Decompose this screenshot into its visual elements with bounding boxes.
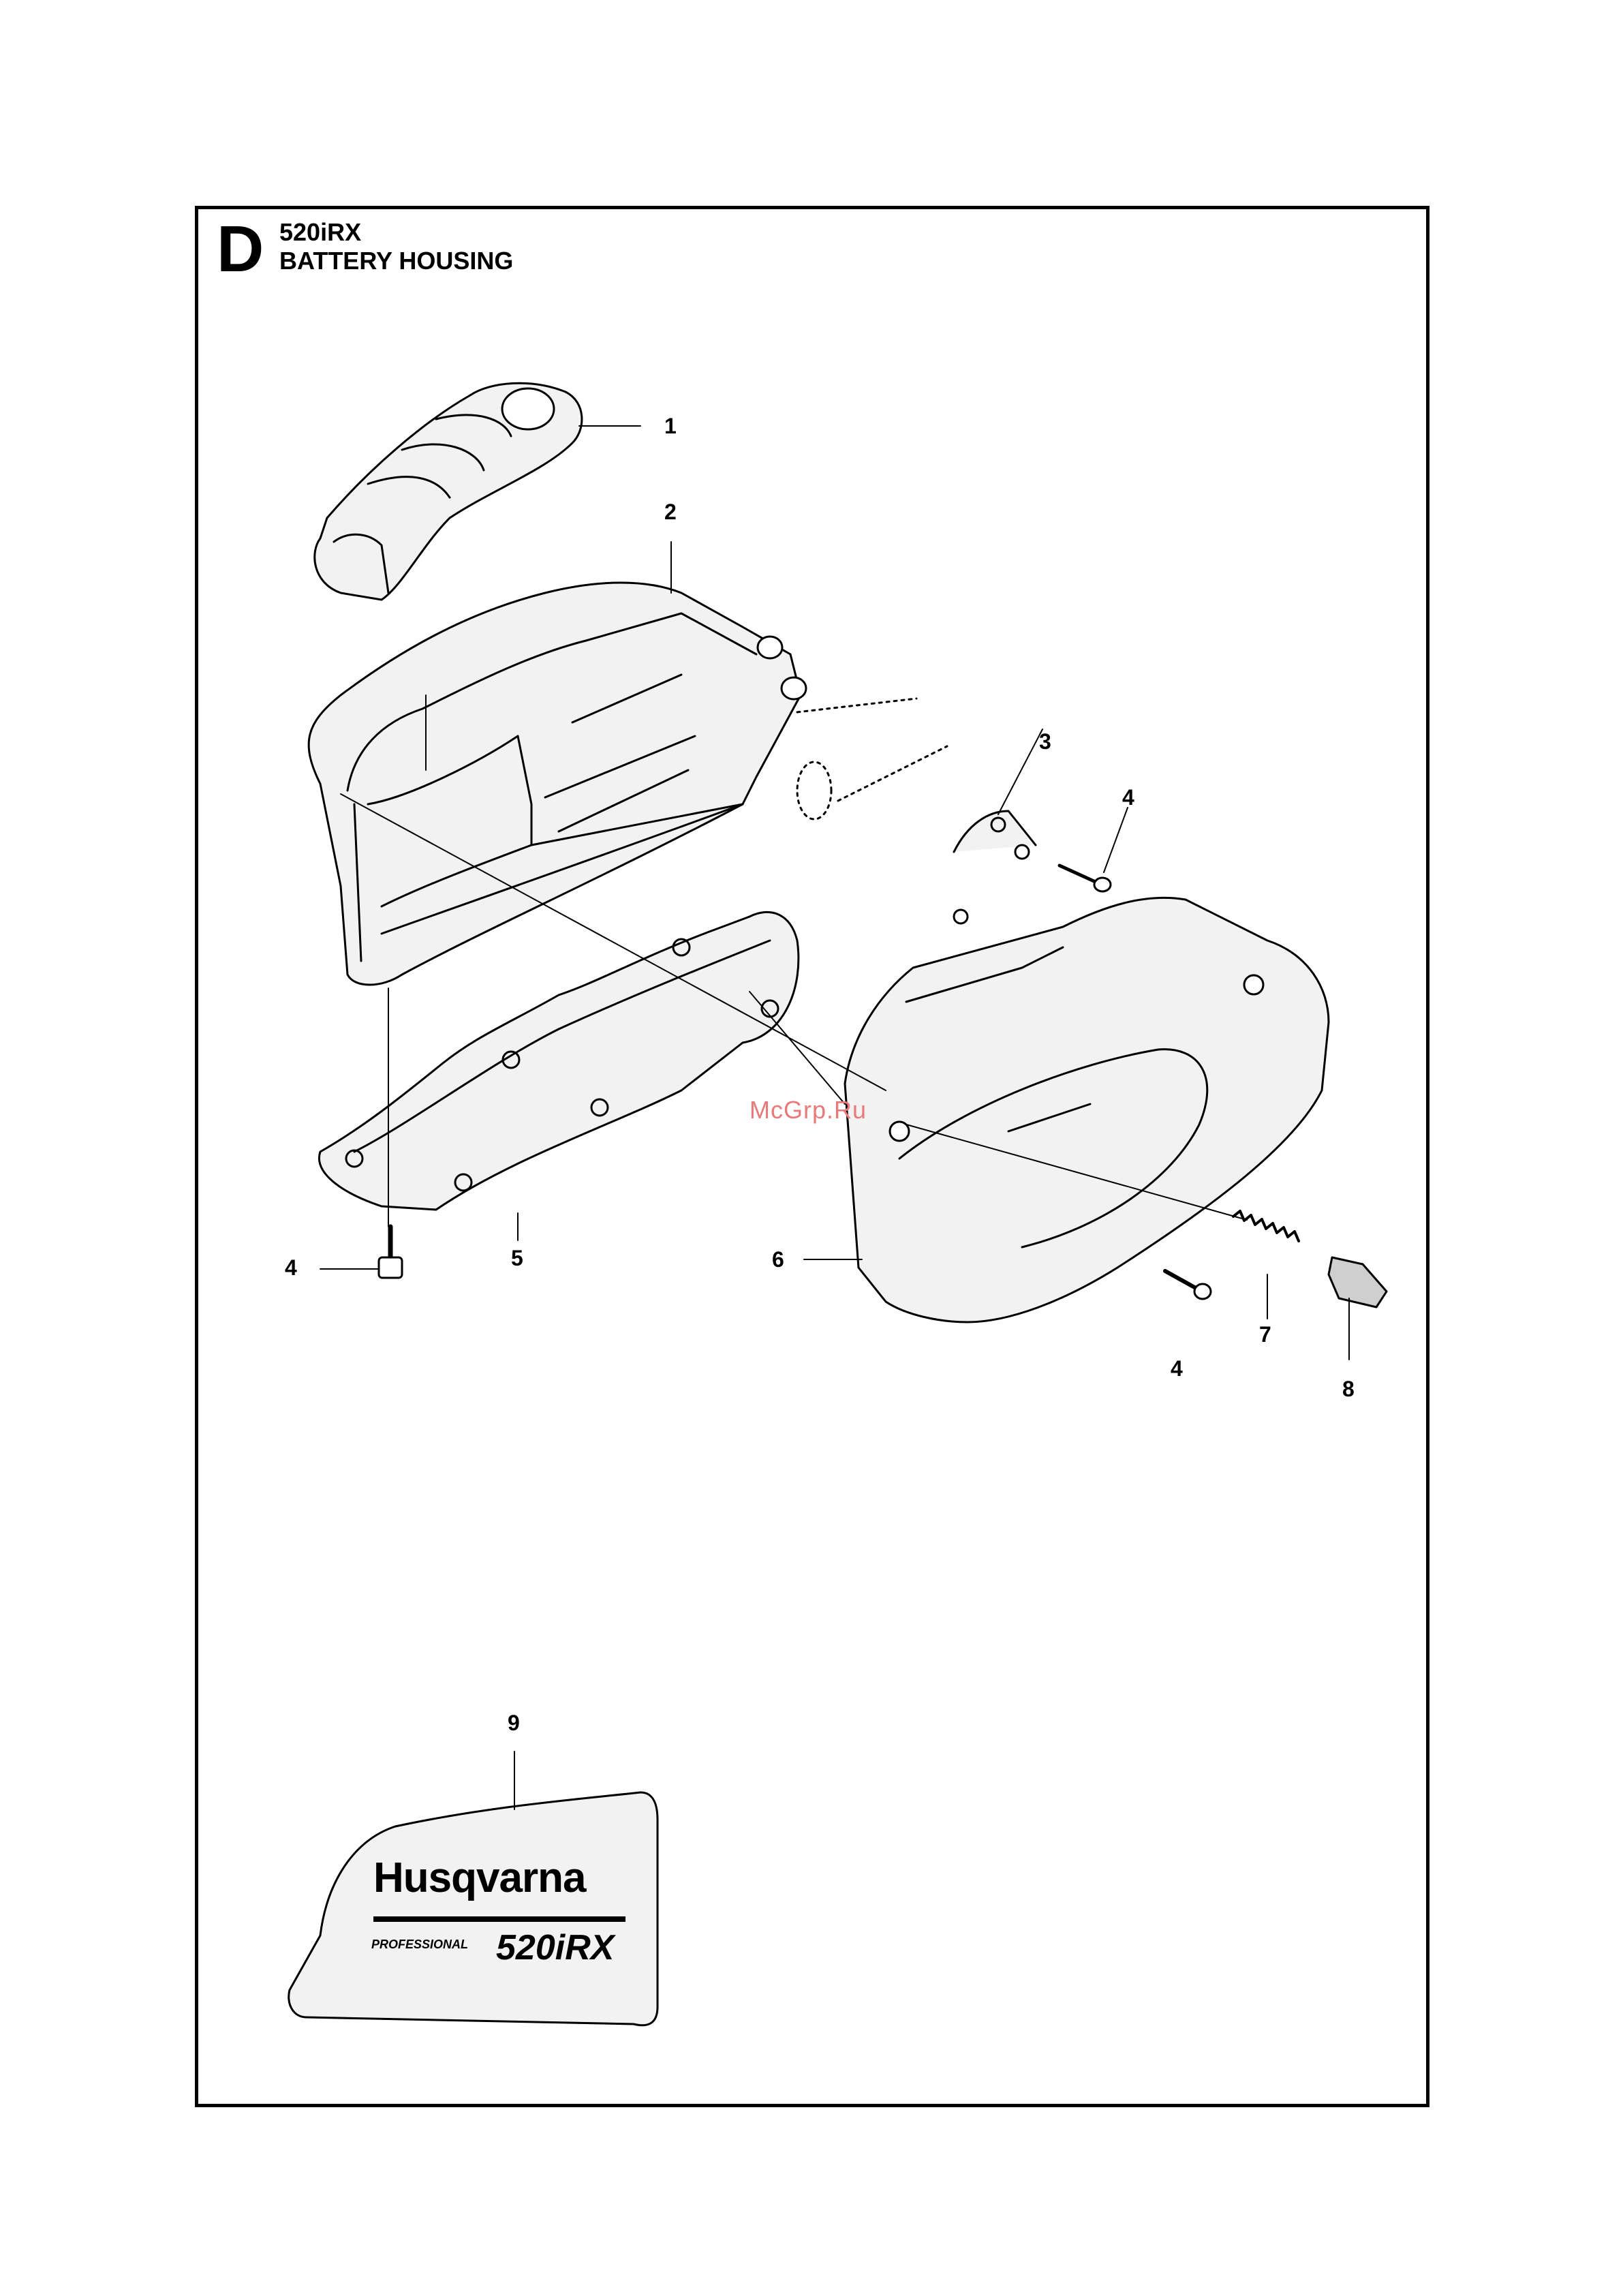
decal-line-text: PROFESSIONAL [371,1938,468,1952]
callout-7: 7 [1259,1322,1271,1347]
callout-5: 5 [511,1246,523,1271]
part-7-spring [1233,1211,1299,1241]
callout-9: 9 [508,1711,520,1736]
callout-3: 3 [1039,729,1051,754]
decal-brand-text: Husqvarna [373,1854,585,1902]
part-4-screw-lower-right [1165,1271,1211,1299]
part-4-screw-upper [1060,866,1111,891]
callout-8: 8 [1342,1377,1355,1402]
callout-1: 1 [664,414,677,439]
callout-4-lower-right: 4 [1171,1356,1183,1381]
part-4-screw-lower-left [379,1227,402,1278]
callout-4-lower-left: 4 [285,1255,297,1281]
watermark: McGrp.Ru [749,1096,867,1124]
logo-emblem-icon [502,388,554,429]
part-1-top-cover [315,383,582,600]
part-9-decal [289,1792,658,2025]
decal-model-text: 520iRX [496,1927,614,1968]
part-6-rear-housing [845,898,1329,1322]
callout-2: 2 [664,500,677,525]
part-3-bracket [954,811,1036,923]
part-8-button [1329,1257,1387,1307]
callout-4-upper: 4 [1122,785,1134,810]
battery-cylinder-outline [797,699,947,819]
callout-6: 6 [772,1247,784,1272]
